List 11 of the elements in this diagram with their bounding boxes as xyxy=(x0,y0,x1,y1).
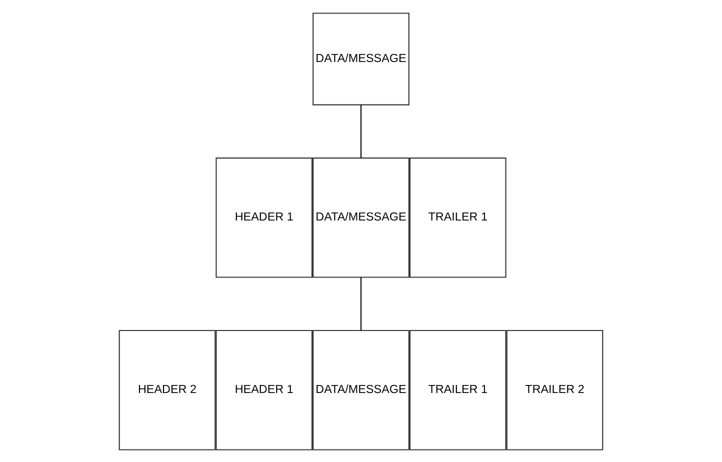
node-box: DATA/MESSAGE xyxy=(312,329,410,450)
node-box: TRAILER 1 xyxy=(409,329,506,450)
node-box: DATA/MESSAGE xyxy=(312,157,410,278)
node-box: HEADER 1 xyxy=(216,329,313,450)
connector xyxy=(360,104,362,158)
node-box: TRAILER 2 xyxy=(506,329,604,450)
node-box: HEADER 2 xyxy=(118,329,216,450)
node-box: DATA/MESSAGE xyxy=(312,12,410,105)
node-box: HEADER 1 xyxy=(216,157,313,278)
connector xyxy=(360,276,362,330)
node-box: TRAILER 1 xyxy=(409,157,506,278)
